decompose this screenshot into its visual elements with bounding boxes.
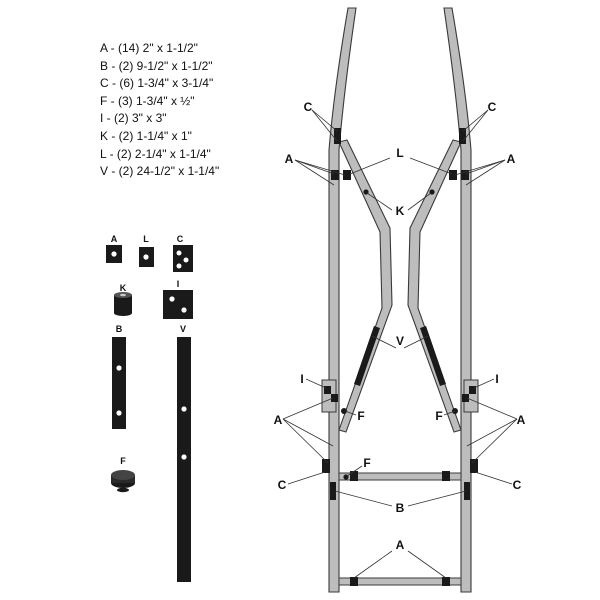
callout-v: V: [396, 334, 404, 348]
frame-c-block-br: [464, 482, 470, 500]
callout-i-left: I: [300, 372, 303, 386]
callout-c-top-right: C: [488, 100, 497, 114]
callout-a-bottom: A: [396, 538, 405, 552]
part-k-label: K: [120, 283, 127, 293]
frame-c-block-tr: [459, 128, 466, 144]
frame-assembly: [321, 7, 479, 593]
frame-right-rail: [443, 7, 472, 593]
frame-c-block-ml: [322, 459, 330, 473]
callout-f-center: F: [363, 456, 370, 470]
frame-a-block-b-right: [442, 471, 450, 481]
frame-c-block-mr: [470, 459, 478, 473]
parts-list-item-f: F - (3) 1-3/4" x ½": [100, 93, 195, 108]
parts-list-item-a: A - (14) 2" x 1-1/2": [100, 41, 198, 55]
parts-list-item-k: K - (2) 1-1/4" x 1": [100, 128, 192, 143]
frame-left-i-insert: [324, 386, 331, 394]
frame-bottom-crossbar: [338, 577, 462, 586]
part-k-dowel: [114, 292, 132, 316]
part-f-label: F: [120, 456, 126, 466]
part-i-block: [163, 290, 193, 319]
callout-b: B: [396, 501, 405, 515]
part-b-bar: [112, 337, 126, 429]
frame-right-i-insert: [469, 386, 476, 394]
part-l-block: [139, 247, 154, 267]
callout-labels: C C A A L K V I I F F A A F C C B A: [274, 100, 526, 552]
frame-a-block-b-left: [350, 471, 358, 481]
part-b-label: B: [116, 324, 123, 334]
callout-a-top-right: A: [507, 152, 516, 166]
callout-k: K: [396, 204, 405, 218]
parts-list: A - (14) 2" x 1-1/2" B - (2) 9-1/2" x 1-…: [100, 40, 219, 181]
callout-f-right: F: [435, 409, 442, 423]
frame-a-block-mid-left: [331, 394, 338, 402]
frame-l-block-left: [343, 170, 351, 180]
callout-c-lower-right: C: [513, 478, 522, 492]
part-c-block: [173, 245, 193, 272]
frame-l-block-right: [449, 170, 457, 180]
frame-a-block-top-right: [461, 170, 469, 180]
part-f-wheel: [111, 470, 135, 493]
callout-a-top-left: A: [285, 152, 294, 166]
callout-c-top-left: C: [304, 100, 313, 114]
parts-key: A L C K I: [106, 234, 193, 582]
frame-a-block-mid-right: [462, 394, 469, 402]
leader-lines: [282, 109, 518, 579]
part-c-label: C: [177, 234, 184, 244]
callout-a-mid-left: A: [274, 413, 283, 427]
part-a-label: A: [111, 234, 118, 244]
frame-a-block-top-left: [331, 170, 339, 180]
part-l-label: L: [143, 234, 149, 244]
callout-c-lower-left: C: [278, 478, 287, 492]
frame-left-rail: [328, 7, 357, 593]
frame-f-wheel-left: [341, 408, 347, 414]
part-i-label: I: [177, 279, 180, 289]
parts-list-item-b: B - (2) 9-1/2" x 1-1/2": [100, 58, 213, 73]
frame-a-block-bottom-left: [350, 577, 358, 586]
callout-i-right: I: [495, 372, 498, 386]
frame-a-block-bottom-right: [442, 577, 450, 586]
frame-c-block-tl: [334, 128, 341, 144]
parts-list-item-v: V - (2) 24-1/2" x 1-1/4": [100, 164, 220, 179]
parts-list-item-c: C - (6) 1-3/4" x 3-1/4": [100, 76, 214, 91]
part-a-block: [106, 245, 122, 263]
callout-a-mid-right: A: [517, 413, 526, 427]
part-v-label: V: [180, 324, 186, 334]
callout-l: L: [396, 146, 403, 160]
frame-b-crossbar: [338, 472, 462, 481]
frame-c-block-bl: [330, 482, 336, 500]
frame-right-v-strip: [420, 326, 446, 386]
part-v-bar: [177, 337, 191, 582]
frame-right-brace: [407, 139, 462, 433]
parts-list-item-l: L - (2) 2-1/4" x 1-1/4": [100, 146, 211, 161]
frame-left-v-strip: [354, 326, 380, 386]
parts-list-item-i: I - (2) 3" x 3": [100, 111, 167, 126]
frame-left-brace: [338, 139, 393, 433]
callout-f-left: F: [357, 409, 364, 423]
